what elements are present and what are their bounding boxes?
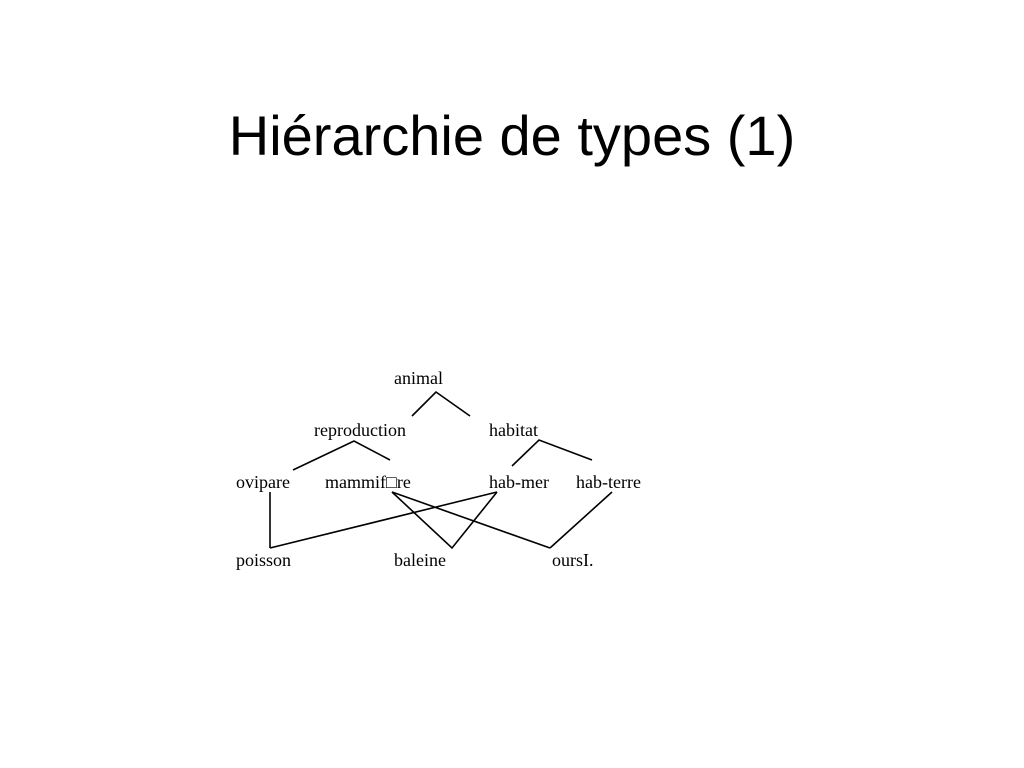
node-animal: animal (394, 368, 443, 388)
node-poisson: poisson (236, 550, 291, 570)
edge-reproduction-children (292, 440, 391, 471)
node-hab-terre: hab-terre (576, 472, 641, 492)
edge-baleine-parents (391, 491, 498, 550)
edge-habitat-children (511, 439, 593, 467)
node-mammifere: mammif□re (325, 472, 411, 492)
node-hab-mer: hab-mer (489, 472, 549, 492)
node-baleine: baleine (394, 550, 446, 570)
hierarchy-nodes: animal reproduction habitat ovipare mamm… (236, 368, 641, 570)
edge-habmer-poisson (269, 491, 498, 549)
node-habitat: habitat (489, 420, 538, 440)
node-ours: oursI. (552, 550, 594, 570)
hierarchy-edges (269, 390, 613, 550)
edge-mammifere-ours (391, 491, 551, 549)
edge-habterre-ours (549, 491, 613, 549)
slide-title: Hiérarchie de types (1) (228, 104, 796, 167)
node-reproduction: reproduction (314, 420, 406, 440)
node-ovipare: ovipare (236, 472, 290, 492)
edge-animal-children (411, 390, 471, 417)
